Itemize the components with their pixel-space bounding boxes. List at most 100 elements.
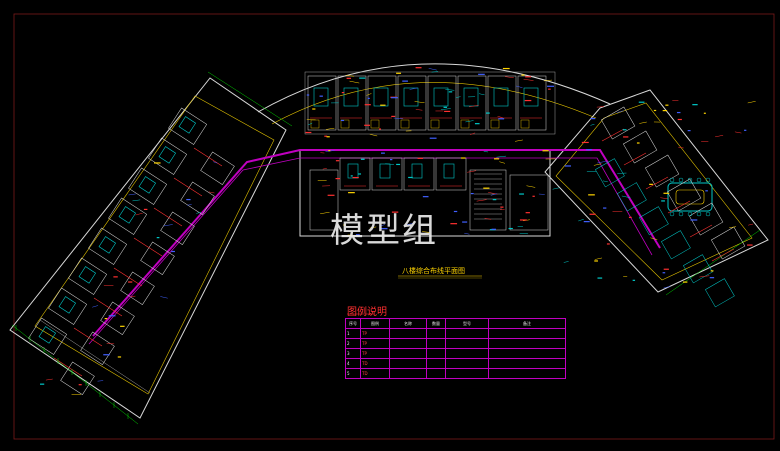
legend-name bbox=[389, 348, 427, 359]
annotation-mark bbox=[335, 160, 340, 162]
bath-fixture bbox=[490, 119, 500, 129]
bed-fixture bbox=[493, 87, 509, 107]
cable-line bbox=[133, 237, 163, 257]
legend-header: 名称 bbox=[389, 318, 427, 329]
annotation-mark bbox=[117, 356, 122, 358]
annotation-mark bbox=[319, 95, 323, 97]
annotation-line bbox=[552, 187, 560, 190]
annotation-mark bbox=[603, 207, 607, 209]
annotation-line bbox=[45, 378, 53, 381]
annotation-mark bbox=[677, 118, 682, 121]
room-outline bbox=[180, 181, 215, 215]
annotation-mark bbox=[408, 176, 413, 179]
bed-fixture bbox=[313, 87, 329, 107]
annotation-line bbox=[366, 93, 372, 96]
annotation-line bbox=[464, 232, 470, 235]
legend-symbol: TP bbox=[360, 328, 390, 339]
annotation-mark bbox=[594, 260, 598, 262]
annotation-mark bbox=[402, 80, 408, 82]
annotation-mark bbox=[340, 119, 345, 122]
annotation-mark bbox=[525, 212, 530, 214]
room-outline bbox=[397, 75, 427, 131]
chair bbox=[687, 211, 693, 217]
annotation-mark bbox=[521, 74, 525, 76]
legend-model bbox=[445, 358, 489, 369]
annotation-mark bbox=[606, 243, 610, 245]
annotation-line bbox=[428, 68, 437, 71]
annotation-line bbox=[484, 217, 492, 220]
annotation-mark bbox=[485, 112, 490, 114]
annotation-line bbox=[422, 231, 430, 233]
annotation-line bbox=[639, 121, 647, 124]
annotation-line bbox=[496, 155, 507, 158]
annotation-mark bbox=[665, 104, 669, 106]
legend-header: 图例 bbox=[360, 318, 390, 329]
annotation-mark bbox=[104, 317, 108, 320]
bed-fixture bbox=[158, 146, 177, 164]
annotation-line bbox=[440, 108, 451, 110]
annotation-mark bbox=[747, 244, 753, 246]
annotation-mark bbox=[367, 97, 370, 99]
room-outline bbox=[517, 75, 547, 131]
legend-name bbox=[389, 338, 427, 349]
annotation-line bbox=[415, 109, 423, 111]
stair-core bbox=[309, 169, 549, 231]
legend-model bbox=[445, 368, 489, 379]
annotation-line bbox=[369, 226, 377, 229]
annotation-line bbox=[160, 296, 168, 299]
annotation-line bbox=[616, 110, 624, 113]
annotation-mark bbox=[498, 118, 505, 120]
cable-line bbox=[711, 248, 735, 262]
annotation-line bbox=[578, 219, 584, 222]
annotation-mark bbox=[632, 279, 636, 281]
bed-fixture bbox=[178, 116, 197, 134]
annotation-mark bbox=[324, 135, 328, 137]
annotation-line bbox=[467, 170, 477, 173]
annotation-mark bbox=[379, 128, 382, 130]
annotation-mark bbox=[113, 276, 118, 278]
annotation-line bbox=[497, 115, 504, 119]
chair bbox=[687, 177, 693, 183]
room-outline bbox=[88, 227, 128, 265]
cable-line bbox=[689, 224, 713, 238]
annotation-line bbox=[504, 76, 514, 79]
annotation-line bbox=[163, 224, 173, 227]
annotation-mark bbox=[364, 124, 371, 126]
fixture bbox=[595, 158, 625, 188]
annotation-mark bbox=[653, 109, 657, 112]
drawing-title: 八楼综合布线平面图 bbox=[402, 267, 465, 275]
room-outline bbox=[60, 361, 95, 395]
annotation-mark bbox=[494, 158, 500, 160]
annotation-mark bbox=[525, 76, 532, 78]
annotation-mark bbox=[359, 77, 366, 79]
annotation-line bbox=[490, 193, 498, 196]
annotation-mark bbox=[622, 129, 627, 131]
fixture bbox=[617, 182, 647, 212]
annotation-mark bbox=[532, 195, 535, 197]
legend-no: 3 bbox=[345, 348, 361, 359]
annotation-line bbox=[409, 87, 418, 90]
annotation-mark bbox=[143, 208, 148, 211]
annotation-mark bbox=[676, 111, 681, 114]
room-outline bbox=[427, 75, 457, 131]
annotation-mark bbox=[358, 173, 362, 175]
legend-no: 5 bbox=[345, 368, 361, 379]
fixture bbox=[443, 163, 455, 179]
chair bbox=[696, 211, 702, 217]
room-outline bbox=[80, 331, 115, 365]
annotation-line bbox=[385, 163, 394, 165]
legend-note bbox=[488, 348, 566, 359]
bath-fixture bbox=[520, 119, 530, 129]
bed-fixture bbox=[403, 87, 419, 107]
annotation-line bbox=[515, 85, 523, 88]
annotation-mark bbox=[636, 142, 640, 144]
annotation-mark bbox=[327, 194, 335, 196]
annotation-line bbox=[563, 261, 569, 263]
chair bbox=[669, 211, 675, 217]
annotation-mark bbox=[355, 234, 360, 236]
annotation-line bbox=[308, 122, 313, 126]
left-wing bbox=[9, 77, 287, 419]
annotation-mark bbox=[390, 97, 398, 99]
bed-fixture bbox=[118, 206, 137, 224]
annotation-line bbox=[597, 160, 608, 164]
